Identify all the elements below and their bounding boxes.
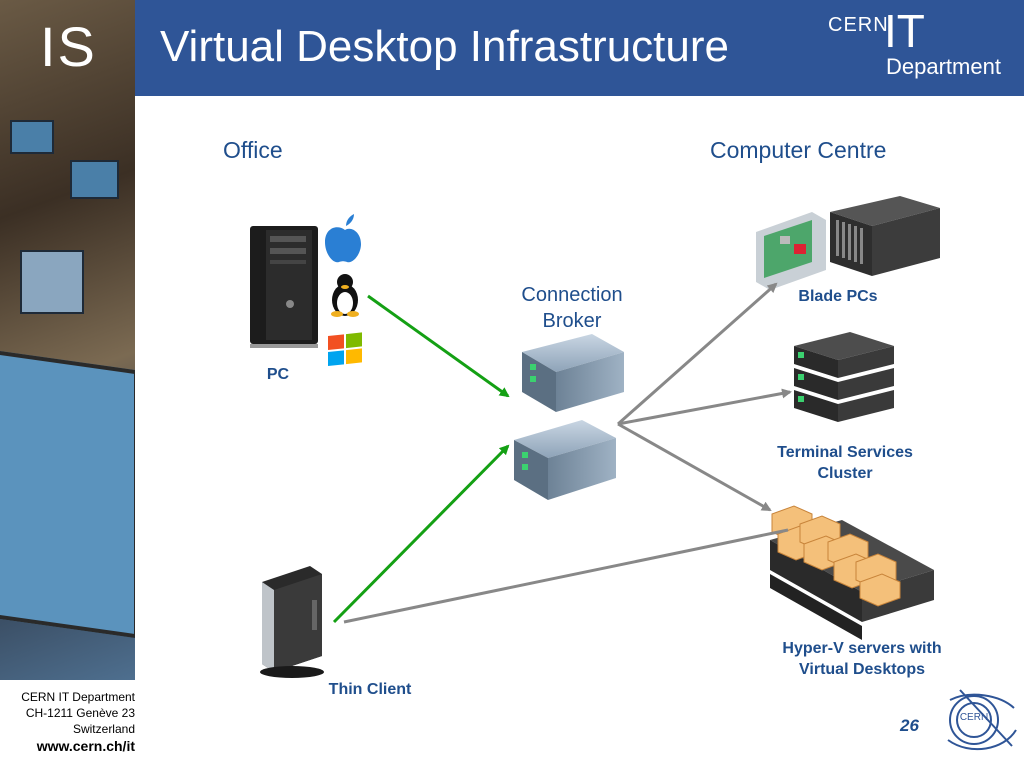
blade-pc-board-icon bbox=[756, 212, 826, 290]
pc-tower-icon bbox=[250, 226, 318, 348]
pc-to-broker-arrow bbox=[367, 294, 510, 398]
windows-icon bbox=[328, 332, 362, 366]
footer-department: CERN IT Department bbox=[21, 690, 135, 704]
cern-seal-icon bbox=[947, 689, 1017, 751]
broker-server-upper-icon bbox=[522, 334, 624, 412]
footer-url-link[interactable]: www.cern.ch/it bbox=[36, 738, 135, 754]
thinclient-to-hyperv-line bbox=[343, 528, 789, 624]
page-number: 26 bbox=[900, 716, 919, 735]
connection-broker-label: Connection Broker bbox=[508, 282, 636, 334]
virtual-desktop-boxes-icon bbox=[771, 505, 901, 607]
blade-pcs-label: Blade PCs bbox=[798, 288, 878, 305]
slide-title: Virtual Desktop Infrastructure bbox=[160, 22, 729, 71]
pc-label: PC bbox=[266, 366, 290, 383]
terminal-services-stack-icon bbox=[794, 332, 894, 422]
laptop-screen-decor bbox=[20, 250, 84, 314]
computer-centre-heading: Computer Centre bbox=[710, 137, 887, 163]
footer-address: CH-1211 Genève 23 bbox=[25, 706, 135, 720]
broker-to-terminal-arrow bbox=[617, 388, 792, 426]
hyperv-label-line1: Hyper-V servers with bbox=[782, 640, 942, 657]
terminal-label-line2: Cluster bbox=[817, 465, 873, 482]
thin-client-icon bbox=[260, 566, 324, 678]
hyperv-servers-label: Hyper-V servers with Virtual Desktops bbox=[766, 638, 958, 680]
it-logo-text: IT bbox=[884, 5, 925, 57]
thinclient-to-broker-arrow bbox=[332, 444, 510, 624]
cern-logo-text: CERN bbox=[828, 14, 889, 36]
broker-label-line2: Broker bbox=[542, 310, 602, 332]
laptop-screen-decor bbox=[70, 160, 119, 199]
footer-country: Switzerland bbox=[72, 722, 135, 736]
broker-label-line1: Connection bbox=[521, 284, 623, 306]
apple-icon bbox=[325, 214, 361, 263]
broker-to-blade-arrow bbox=[617, 282, 778, 426]
department-logo-text: Department bbox=[886, 54, 1001, 79]
laptop-screen-decor bbox=[10, 120, 54, 154]
linux-tux-icon bbox=[331, 274, 359, 317]
thin-client-label: Thin Client bbox=[328, 681, 412, 698]
office-heading: Office bbox=[223, 137, 283, 163]
blade-chassis-icon bbox=[830, 196, 940, 276]
lecture-photo bbox=[0, 0, 135, 680]
hyperv-label-line2: Virtual Desktops bbox=[799, 661, 925, 678]
broker-to-hyperv-arrow bbox=[617, 422, 772, 512]
section-tag: IS bbox=[40, 15, 97, 78]
header-band bbox=[135, 0, 1024, 96]
terminal-label-line1: Terminal Services bbox=[777, 444, 913, 461]
terminal-services-label: Terminal Services Cluster bbox=[758, 442, 932, 484]
broker-server-lower-icon bbox=[514, 420, 616, 500]
cern-seal-text: CERN bbox=[959, 712, 989, 723]
